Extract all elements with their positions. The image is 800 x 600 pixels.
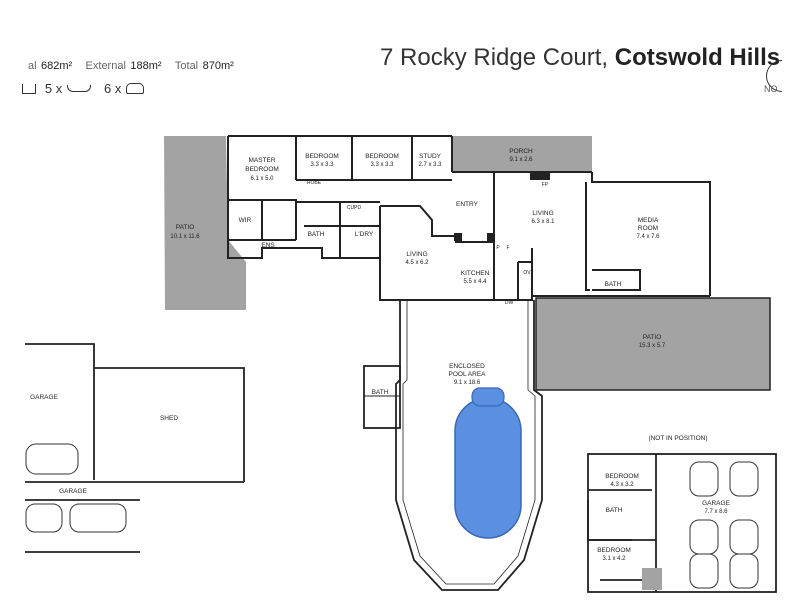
pool-area-label-2: POOL AREA [449,371,487,378]
annex-bedroom-2-dims: 3.1 x 4.2 [602,556,626,562]
master-bedroom-label-2: BEDROOM [245,166,279,173]
ov-label: OV [523,270,531,276]
internal-area-label: al [28,60,37,72]
living-main-label: LIVING [532,210,553,217]
bathtub-icon [66,85,91,93]
study-dims: 2.7 x 3.3 [418,162,442,168]
bath-count: 5 x [44,81,63,96]
car-count: 6 x [104,81,122,96]
car-icon [125,83,144,95]
external-area-value: 188m² [130,60,162,72]
living-main-dims: 6.3 x 8.1 [531,219,555,225]
patio-right-outline [535,297,771,391]
bath-main-label: BATH [308,231,325,238]
annex-bedroom-1-dims: 4.3 x 3.2 [610,482,634,488]
swimming-pool [454,397,522,539]
porch-label: PORCH [509,148,533,155]
media-room-dims: 7.4 x 7.6 [636,234,660,240]
patio-right-label: PATIO [643,334,662,341]
porch-area [452,136,592,172]
fp-label: FP [542,182,549,188]
external-area-label: External [85,60,126,72]
address-suburb: Cotswold Hills [614,44,781,71]
patio-left-area [164,136,246,310]
bedroom-1-dims: 3.3 x 3.3 [310,162,334,168]
dw-label: DW [505,300,514,306]
counts-line: 5 x 6 x [22,80,144,98]
ldry-label: L'DRY [355,231,374,238]
cupd-label: CUPD [347,205,362,211]
patio-right-dims: 15.3 x 5.7 [639,343,666,349]
media-room-label-1: MEDIA [638,217,659,224]
garage-shed-walls [25,343,245,553]
total-area-value: 870m² [202,60,234,72]
patio-left-dims: 10.1 x 11.6 [170,234,200,240]
annex-bath-label: BATH [606,507,623,514]
fireplace [530,172,550,180]
living-2-label: LIVING [406,251,427,258]
annex-bedroom-2-label: BEDROOM [597,547,631,554]
annex-cars [689,461,759,589]
bedroom-2-label: BEDROOM [365,153,399,160]
bath-media-label: BATH [605,281,622,288]
annex-note: (NOT IN POSITION) [648,435,707,442]
annex-bedroom-1-label: BEDROOM [605,473,639,480]
pool-area-label-1: ENCLOSED [449,363,485,370]
wir-label: WIR [239,217,252,224]
porch-dims: 9.1 x 2.6 [509,157,533,163]
p-label: P [496,245,500,251]
garage-left-label: GARAGE [30,394,58,401]
ens-label: ENS [261,242,275,249]
entry-pillar [454,233,462,241]
study-label: STUDY [419,153,442,160]
kitchen-dims: 5.5 x 4.4 [463,279,487,285]
garage-cars [25,443,127,533]
kitchen-label: KITCHEN [461,270,490,277]
compass-label: NO [764,84,778,94]
address-title: 7 Rocky Ridge Court, Cotswold Hills [380,44,780,72]
bedroom-1-label: BEDROOM [305,153,339,160]
entry-label: ENTRY [456,201,479,208]
garage-bottom-label: GARAGE [59,488,87,495]
f-label: F [506,245,509,251]
address-street: 7 Rocky Ridge Court, [380,44,609,71]
annex-garage-dims: 7.7 x 8.6 [704,509,728,515]
house-walls [227,135,711,301]
master-bedroom-label-1: MASTER [248,157,275,164]
living-2-dims: 4.5 x 6.2 [405,260,429,266]
pool-bath-walls [363,365,401,429]
bed-icon [22,83,36,94]
annex-garage-label: GARAGE [702,500,730,507]
bath-pool-label: BATH [372,389,389,396]
entry-pillar [487,233,495,241]
patio-left-label: PATIO [176,224,195,231]
master-bedroom-dims: 6.1 x 5.0 [250,176,274,182]
shed-label: SHED [160,415,178,422]
pool-steps [471,387,505,407]
media-room-label-2: ROOM [638,225,658,232]
bedroom-2-dims: 3.3 x 3.3 [370,162,394,168]
annex-stair [642,568,662,590]
total-area-label: Total [174,60,199,72]
patio-right-area [536,298,770,390]
internal-area-value: 682m² [41,60,73,72]
pool-enclosure [395,300,543,591]
stats-line: al 682m² External 188m² Total 870m² [28,56,234,74]
robe-label: ROBE [307,180,322,186]
pool-area-dims: 9.1 x 18.6 [454,380,481,386]
